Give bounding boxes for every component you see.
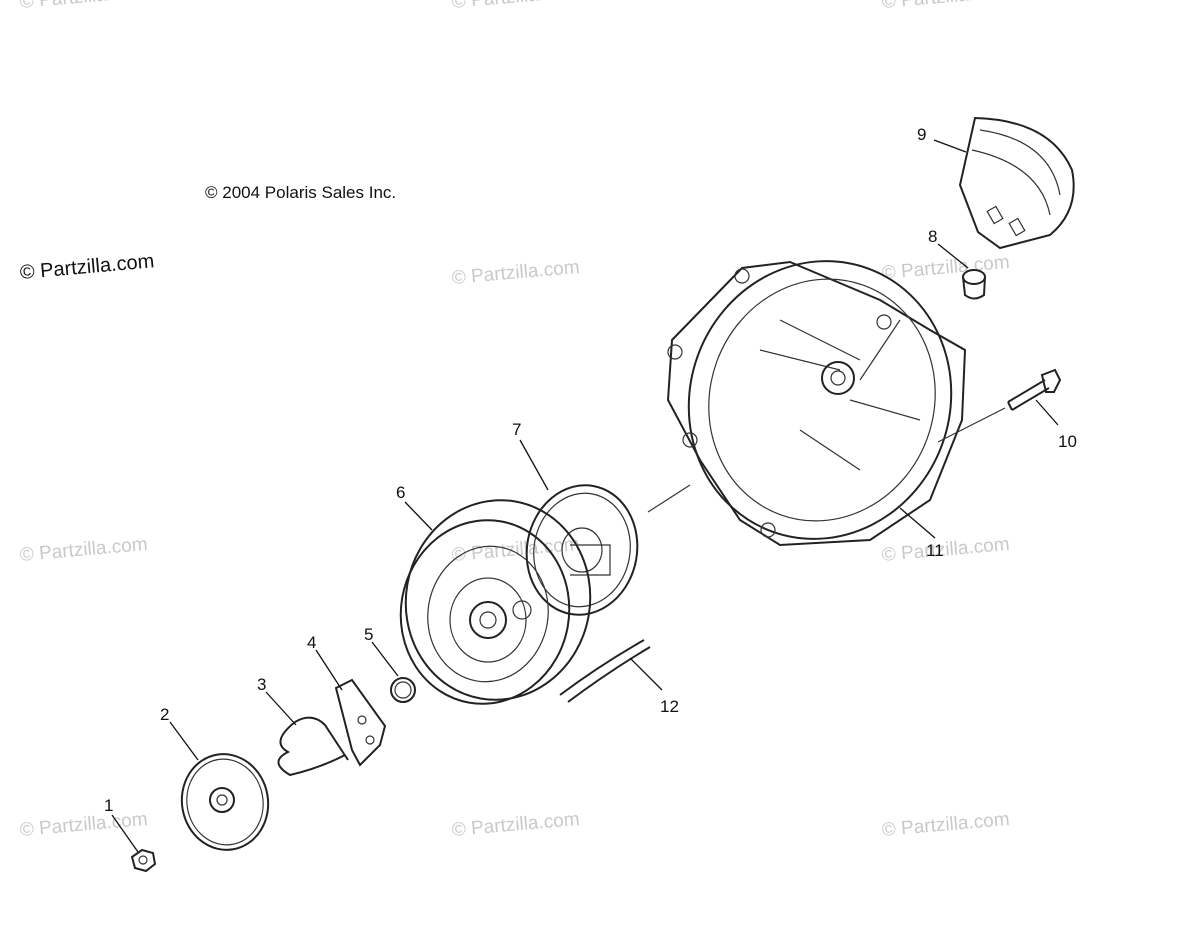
bolt-icon [1007,368,1062,411]
callout-7: 7 [512,420,521,439]
callout-5: 5 [364,625,373,644]
washer-plate-icon [180,753,270,851]
leader-line-7 [519,439,549,491]
leader-line-8 [937,243,969,269]
pawl-icon [334,678,387,767]
pulley-icon [399,499,611,705]
spring-clip-icon [277,716,349,777]
rope-icon [559,639,651,703]
leader-line-2 [169,721,199,761]
callout-8: 8 [928,227,937,246]
leader-line-10 [1035,399,1059,426]
callout-2: 2 [160,705,169,724]
leader-lines [111,139,1059,853]
callout-10: 10 [1058,432,1077,451]
callout-3: 3 [257,675,266,694]
recoil-spring-icon [525,484,639,616]
handle-icon [958,116,1075,250]
leader-line-3 [265,691,297,726]
leader-line-9 [933,139,967,153]
callout-9: 9 [917,125,926,144]
assembly-centerline [647,407,1006,513]
housing-icon [666,260,967,547]
callout-6: 6 [396,483,405,502]
callout-11: 11 [926,541,944,560]
leader-line-1 [111,814,139,853]
leader-line-4 [315,649,343,691]
leader-line-6 [404,501,433,531]
nut-icon [130,848,157,873]
callout-12: 12 [660,697,679,716]
callout-1: 1 [104,796,113,815]
copyright-notice: © 2004 Polaris Sales Inc. [205,183,397,202]
callout-4: 4 [307,633,316,652]
bushing-icon [962,269,986,300]
leader-line-11 [899,507,936,539]
spring-ring-icon [390,677,416,703]
leader-line-5 [371,641,399,677]
leader-line-12 [629,657,663,691]
